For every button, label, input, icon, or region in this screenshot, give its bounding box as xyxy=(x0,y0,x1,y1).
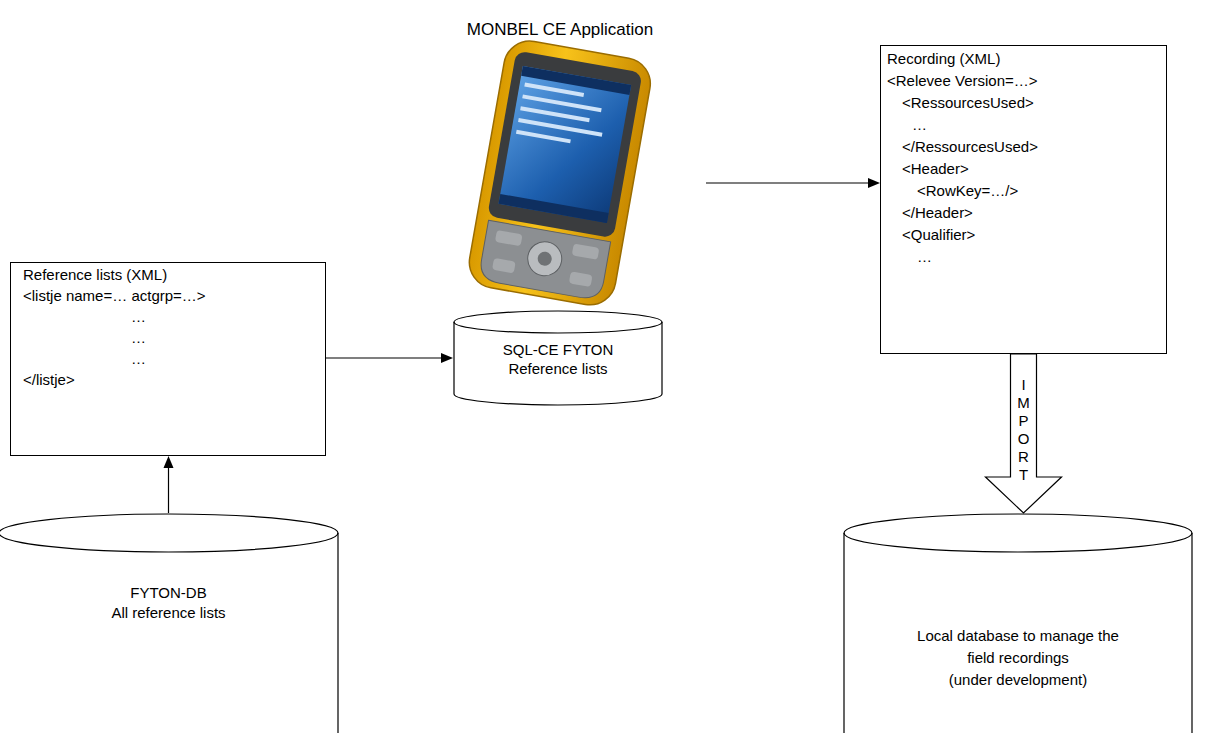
xml-document-box: Reference lists (XML)<listje name=… actg… xyxy=(10,262,326,456)
cylinder-rim xyxy=(0,533,338,552)
box-heading: Recording (XML) xyxy=(887,48,1000,70)
edge-label: IMPORT xyxy=(1016,376,1031,484)
cylinder-label: (under development) xyxy=(843,669,1193,691)
cylinder-rim xyxy=(454,322,662,333)
cylinder-rim xyxy=(844,533,1192,552)
database-cylinder: SQL-CE FYTONReference lists xyxy=(453,310,663,406)
connector xyxy=(326,357,443,358)
diagram-title: MONBEL CE Application xyxy=(467,20,653,40)
cylinder-outline xyxy=(843,513,1193,733)
xml-line: </listje> xyxy=(23,369,75,390)
xml-document-box: Recording (XML)<Relevee Version=…><Resso… xyxy=(880,45,1167,354)
database-cylinder: Local database to manage the field recor… xyxy=(843,513,1193,733)
device-arrow xyxy=(706,182,870,183)
cylinder-label: Local database to manage the field recor… xyxy=(905,625,1131,669)
box-heading: Reference lists (XML) xyxy=(23,264,167,285)
cylinder-body xyxy=(0,514,338,733)
xml-line: <Header> xyxy=(887,158,969,180)
xml-line: <listje name=… actgrp=…> xyxy=(23,285,206,306)
cylinder-text: FYTON-DBAll reference lists xyxy=(0,583,339,623)
device-arrowhead xyxy=(868,178,880,188)
xml-line: <RessourcesUsed> xyxy=(887,92,1034,114)
xml-line: … xyxy=(23,306,146,327)
cylinder-label: Reference lists xyxy=(453,359,663,378)
xml-line: <Qualifier> xyxy=(887,224,975,246)
cylinder-text: Local database to manage the field recor… xyxy=(843,625,1193,691)
block-arrow xyxy=(986,354,1062,513)
xml-line: </RessourcesUsed> xyxy=(887,136,1038,158)
arrowhead xyxy=(441,353,453,363)
xml-line: … xyxy=(887,246,932,268)
xml-line: … xyxy=(887,114,927,136)
arrowhead xyxy=(164,456,174,468)
pda-device xyxy=(465,37,654,309)
cylinder-label: FYTON-DB xyxy=(0,583,339,603)
xml-line: <Relevee Version=…> xyxy=(887,70,1038,92)
xml-line: </Header> xyxy=(887,202,973,224)
cylinder-text: SQL-CE FYTONReference lists xyxy=(453,340,663,378)
xml-line: … xyxy=(23,348,146,369)
xml-line: … xyxy=(23,327,146,348)
cylinder-outline xyxy=(0,513,339,733)
xml-line: <RowKey=…/> xyxy=(887,180,1018,202)
connector xyxy=(168,466,169,513)
database-cylinder: FYTON-DBAll reference lists xyxy=(0,513,339,733)
cylinder-body xyxy=(454,311,662,405)
cylinder-label: SQL-CE FYTON xyxy=(453,340,663,359)
cylinder-body xyxy=(844,514,1192,733)
cylinder-label: All reference lists xyxy=(0,603,339,623)
